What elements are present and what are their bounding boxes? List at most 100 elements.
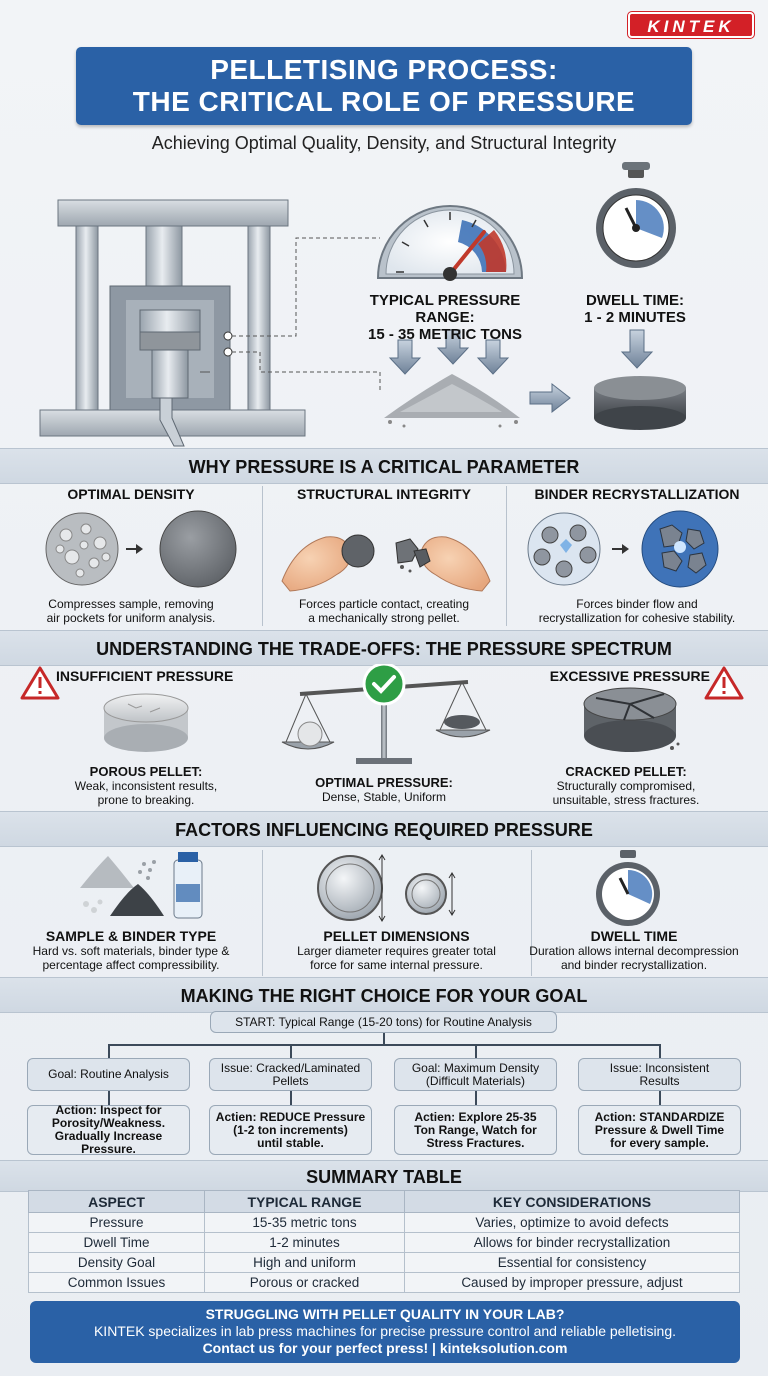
table-cell: Dwell Time bbox=[28, 1232, 205, 1253]
factor-sample-binder: SAMPLE & BINDER TYPE Hard vs. soft mater… bbox=[0, 928, 262, 972]
column-header: KEY CONSIDERATIONS bbox=[404, 1190, 740, 1213]
table-cell: Pressure bbox=[28, 1212, 205, 1233]
cta-description: KINTEK specializes in lab press machines… bbox=[93, 1323, 677, 1339]
caption-line: Forces binder flow and bbox=[576, 597, 698, 611]
caption-line: prone to breaking. bbox=[97, 793, 195, 807]
binder-particles-icon bbox=[527, 512, 601, 586]
column-header: ASPECT bbox=[28, 1190, 205, 1213]
action-reduce-pressure: Actien: REDUCE Pressure(1-2 ton incremen… bbox=[209, 1105, 372, 1155]
why-title-binder: BINDER RECRYSTALLIZATION bbox=[534, 486, 740, 502]
action-text: until stable. bbox=[257, 1135, 324, 1150]
connector bbox=[108, 1091, 110, 1105]
table-row: Density Goal High and uniform Essential … bbox=[28, 1252, 740, 1273]
connector bbox=[475, 1091, 477, 1105]
dwell-label-line-1: DWELL TIME: bbox=[585, 292, 685, 309]
pressure-range-label: TYPICAL PRESSURE RANGE: 15 - 35 METRIC T… bbox=[340, 292, 550, 343]
section-factors-heading: FACTORS INFLUENCING REQUIRED PRESSURE bbox=[0, 811, 768, 847]
contact-banner[interactable]: STRUGGLING WITH PELLET QUALITY IN YOUR L… bbox=[30, 1301, 740, 1363]
caption-line: a mechanically strong pellet. bbox=[308, 611, 460, 625]
action-text: (1-2 ton increments) bbox=[233, 1122, 348, 1137]
caption-line: recrystallization for cohesive stability… bbox=[538, 611, 736, 625]
hydraulic-press-icon bbox=[39, 199, 306, 447]
excessive-title: EXCESSIVE PRESSURE bbox=[549, 668, 710, 684]
porous-sample-icon bbox=[45, 512, 119, 586]
table-cell: Allows for binder recrystallization bbox=[404, 1232, 740, 1253]
action-text: Actien: Explore 25-35 bbox=[414, 1109, 537, 1124]
action-text: Actien: REDUCE Pressure bbox=[215, 1109, 366, 1124]
column-header: TYPICAL RANGE bbox=[204, 1190, 405, 1213]
connector bbox=[108, 1044, 110, 1058]
section-why-heading: WHY PRESSURE IS A CRITICAL PARAMETER bbox=[0, 448, 768, 484]
dense-sample-icon bbox=[159, 510, 237, 588]
connector bbox=[290, 1044, 292, 1058]
tradeoff-illustrations bbox=[20, 664, 744, 764]
insufficient-title: INSUFFICIENT PRESSURE bbox=[56, 668, 234, 684]
connector bbox=[290, 1091, 292, 1105]
why-illustrations bbox=[45, 510, 719, 592]
summary-table: ASPECT TYPICAL RANGE KEY CONSIDERATIONS … bbox=[28, 1190, 740, 1293]
balance-scale-icon bbox=[281, 664, 491, 764]
action-text: Porosity/Weakness. bbox=[51, 1116, 166, 1130]
section-choice-heading: MAKING THE RIGHT CHOICE FOR YOUR GOAL bbox=[0, 977, 768, 1013]
table-cell: Varies, optimize to avoid defects bbox=[404, 1212, 740, 1233]
caption-label: CRACKED PELLET: bbox=[565, 764, 687, 779]
section-tradeoffs-heading: UNDERSTANDING THE TRADE-OFFS: THE PRESSU… bbox=[0, 630, 768, 666]
action-text: Gradually Increase Pressure. bbox=[54, 1129, 163, 1156]
table-row: Dwell Time 1-2 minutes Allows for binder… bbox=[28, 1232, 740, 1253]
dwell-time-label: DWELL TIME: 1 - 2 MINUTES bbox=[570, 292, 700, 326]
factor-pellet-dimensions: PELLET DIMENSIONS Larger diameter requir… bbox=[262, 928, 531, 972]
table-cell: Caused by improper pressure, adjust bbox=[404, 1272, 740, 1293]
powder-pile-icon bbox=[384, 374, 520, 428]
action-text: Pressure & Dwell Time bbox=[594, 1122, 725, 1137]
stopwatch-icon bbox=[596, 162, 676, 268]
why-title-density: OPTIMAL DENSITY bbox=[67, 486, 195, 502]
goal-text: Pellets bbox=[272, 1073, 309, 1088]
cta-contact-link[interactable]: Contact us for your perfect press! | kin… bbox=[202, 1340, 568, 1356]
caption-label: OPTIMAL PRESSURE: bbox=[315, 775, 453, 790]
table-header-row: ASPECT TYPICAL RANGE KEY CONSIDERATIONS bbox=[28, 1190, 740, 1213]
page-title: PELLETISING PROCESS: THE CRITICAL ROLE O… bbox=[76, 47, 692, 125]
goal-text: Issue: Cracked/Laminated bbox=[220, 1060, 361, 1075]
porous-pellet-icon bbox=[103, 693, 189, 752]
divider bbox=[506, 486, 507, 626]
caption-line: Structurally compromised, bbox=[556, 779, 696, 793]
decision-start: START: Typical Range (15-20 tons) for Ro… bbox=[210, 1011, 557, 1033]
table-row: Pressure 15-35 metric tons Varies, optim… bbox=[28, 1212, 740, 1233]
caption-line: and binder recrystallization. bbox=[560, 958, 708, 972]
dwell-label-line-2: 1 - 2 MINUTES bbox=[584, 309, 686, 326]
dwell-time-stopwatch-icon bbox=[596, 850, 660, 926]
connector bbox=[659, 1091, 661, 1105]
section-summary-heading: SUMMARY TABLE bbox=[0, 1160, 768, 1192]
title-line-1: PELLETISING PROCESS: bbox=[210, 54, 558, 85]
porous-pellet-caption: POROUS PELLET: Weak, inconsistent result… bbox=[34, 765, 258, 808]
pellet-disc-icon bbox=[594, 376, 686, 430]
cracked-pellet-caption: CRACKED PELLET: Structurally compromised… bbox=[510, 764, 742, 808]
caption-line: Weak, inconsistent results, bbox=[74, 779, 218, 793]
why-caption-binder: Forces binder flow and recrystallization… bbox=[506, 597, 768, 625]
divider bbox=[262, 486, 263, 626]
title-line-2: THE CRITICAL ROLE OF PRESSURE bbox=[132, 86, 636, 117]
pressure-arrows-icon bbox=[388, 329, 654, 414]
action-text: Stress Fractures. bbox=[426, 1135, 525, 1150]
goal-text: Results bbox=[639, 1073, 680, 1088]
caption-line: Duration allows internal decompression bbox=[529, 944, 739, 958]
caption-line: force for same internal pressure. bbox=[310, 958, 483, 972]
caption-line: Larger diameter requires greater total bbox=[297, 944, 496, 958]
caption-line: percentage affect compressibility. bbox=[42, 958, 220, 972]
goal-text: (Difficult Materials) bbox=[425, 1073, 526, 1088]
caption-line: air pockets for uniform analysis. bbox=[46, 611, 216, 625]
pressure-label-line-2: 15 - 35 METRIC TONS bbox=[368, 326, 522, 343]
sample-materials-icon bbox=[80, 852, 203, 919]
table-cell: Porous or cracked bbox=[204, 1272, 405, 1293]
table-cell: Essential for consistency bbox=[404, 1252, 740, 1273]
connector bbox=[659, 1044, 661, 1058]
goal-routine-analysis: Goal: Routine Analysis bbox=[27, 1058, 190, 1091]
warning-left-icon bbox=[20, 666, 60, 700]
caption-line: Hard vs. soft materials, binder type & bbox=[32, 944, 230, 958]
